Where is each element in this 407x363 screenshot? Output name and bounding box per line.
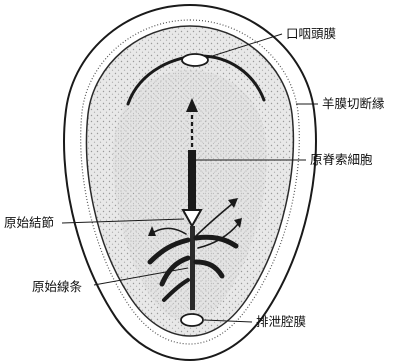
label-amnion-cut-edge: 羊膜切断縁 xyxy=(322,96,385,111)
label-oropharyngeal-membrane: 口咽頭膜 xyxy=(286,26,336,41)
cloacal-membrane xyxy=(181,314,203,326)
notochordal-process xyxy=(188,150,196,210)
label-notochordal-process: 原脊索細胞 xyxy=(310,152,373,167)
oropharyngeal-membrane xyxy=(182,54,208,66)
label-cloacal-membrane: 排泄腔膜 xyxy=(256,314,306,329)
label-primitive-streak: 原始線条 xyxy=(32,279,83,294)
label-primitive-node: 原始結節 xyxy=(4,215,54,230)
